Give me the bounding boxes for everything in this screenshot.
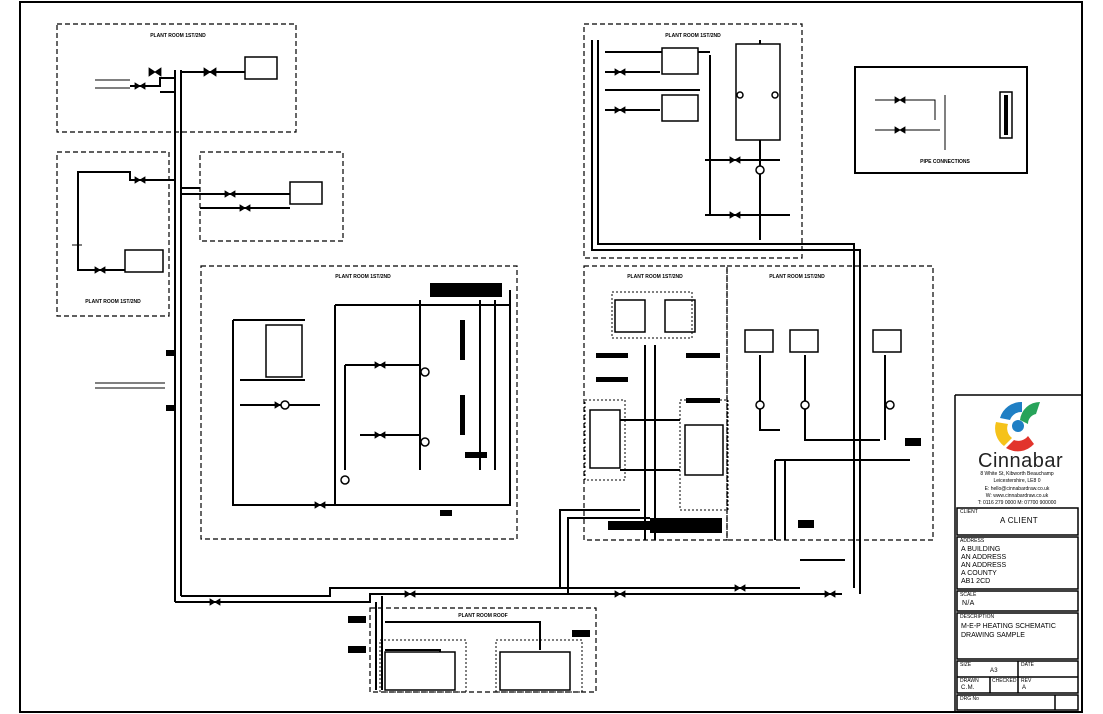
room-label-ground-left: PLANT ROOM 1ST/2ND (335, 274, 391, 280)
address-line: W: www.cinnabardraw.co.uk (985, 492, 1049, 499)
pumps (280, 91, 895, 485)
title-block-frame (954, 394, 1082, 712)
inset-label: PIPE CONNECTIONS (920, 159, 970, 165)
zone-mid-left (199, 151, 344, 242)
zone-basement (56, 151, 170, 317)
equipment (124, 43, 1013, 691)
address-line: A BUILDING (961, 546, 1001, 553)
client-caption: CLIENT (960, 509, 978, 515)
size-value: A3 (990, 668, 998, 674)
valves (94, 67, 906, 606)
room-label-roof: PLANT ROOM ROOF (458, 613, 507, 619)
address-line: T: 0116 279 0000 M: 07700 900000 (977, 500, 1057, 506)
zone-first-left (56, 23, 297, 133)
size-caption: SIZE (960, 662, 972, 668)
room-label-first-right: PLANT ROOM 1ST/2ND (665, 33, 721, 39)
room-label-ground-center: PLANT ROOM 1ST/2ND (627, 274, 683, 280)
date-caption: DATE (1021, 662, 1034, 668)
room-label-basement: PLANT ROOM 1ST/2ND (85, 299, 141, 305)
tag-bars (166, 283, 921, 653)
address-line: Leicestershire, LE8 0 (993, 478, 1041, 485)
description-block: M-E-P HEATING SCHEMATIC DRAWING SAMPLE (961, 622, 1056, 640)
drawing-border (19, 1, 1083, 713)
scale-value: N/A (962, 600, 975, 607)
zone-bottom (369, 607, 597, 693)
scale-caption: SCALE (960, 592, 977, 598)
company-address: 8 White St, Kibworth Beauchamp Leicester… (957, 471, 1077, 507)
description-line: M-E-P HEATING SCHEMATIC (961, 623, 1056, 630)
cinnabar-logo-mark (995, 401, 1040, 452)
description-line: DRAWING SAMPLE (961, 632, 1025, 639)
drawn-value: C.M. (961, 685, 975, 691)
address-line: AN ADDRESS (961, 554, 1007, 561)
drawn-caption: DRAWN (960, 678, 979, 684)
address-line: A COUNTY (961, 570, 997, 577)
address-caption: ADDRESS (960, 538, 985, 544)
brand-name: Cinnabar (978, 450, 1064, 472)
room-label-first-left: PLANT ROOM 1ST/2ND (150, 33, 206, 39)
zone-ground-center (200, 265, 518, 540)
room-label-ground-right: PLANT ROOM 1ST/2ND (769, 274, 825, 280)
rev-value: A (1022, 685, 1027, 691)
client-value: A CLIENT (1000, 516, 1038, 525)
address-line: E: hello@cinnabardraw.co.uk (984, 485, 1050, 492)
pipework (77, 40, 910, 690)
rev-caption: REV (1021, 678, 1032, 684)
drawing-number-caption: DRG No (960, 696, 979, 702)
roof-inset-box (854, 66, 1028, 174)
checked-caption: CHECKED (992, 678, 1017, 684)
description-caption: DESCRIPTION (960, 614, 995, 620)
address-block: A BUILDING AN ADDRESS AN ADDRESS A COUNT… (961, 546, 1006, 586)
address-line: AB1 2CD (961, 578, 991, 585)
address-line: AN ADDRESS (961, 562, 1007, 569)
address-line: 8 White St, Kibworth Beauchamp (980, 471, 1054, 477)
zone-first-right (583, 23, 803, 259)
